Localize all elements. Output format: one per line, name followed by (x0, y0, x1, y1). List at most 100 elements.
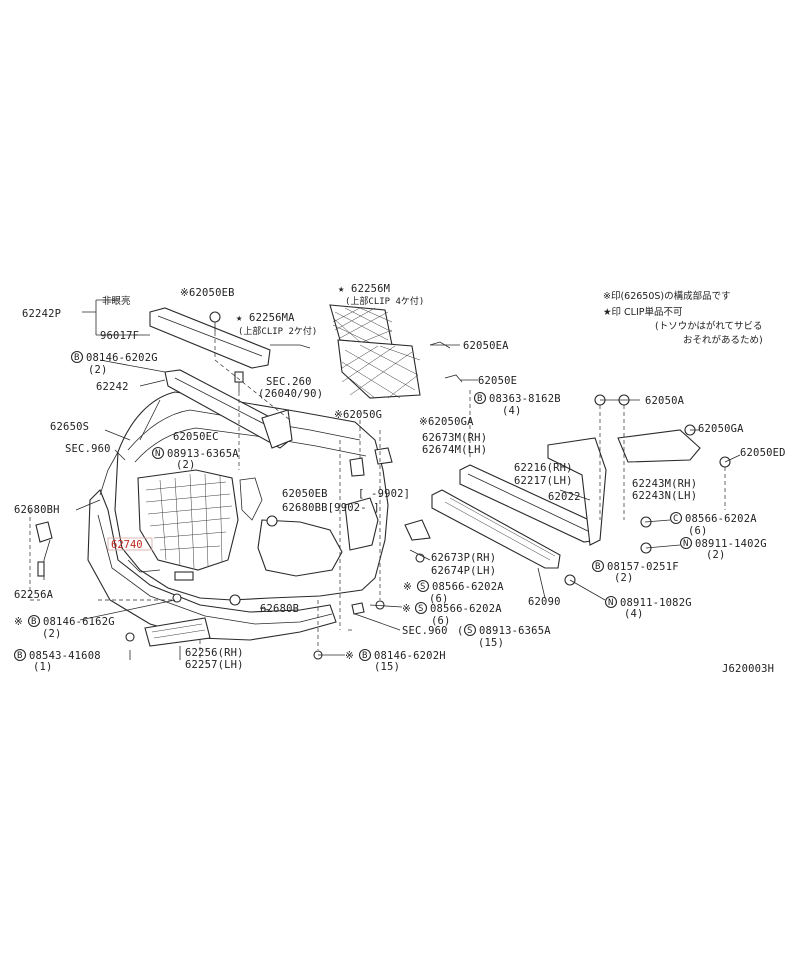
label-62256A: 62256A (14, 589, 54, 601)
label-08146-6162G: 08146-6162G (43, 616, 115, 628)
label-qty6b: (6) (429, 593, 449, 605)
label-08913-6365A-s: 08913-6365A (479, 625, 551, 637)
label-62680B: 62680B (260, 603, 299, 615)
label-62050GA-right: 62050GA (698, 423, 744, 435)
label-qty1: (1) (33, 661, 53, 673)
svg-text:※: ※ (14, 616, 23, 628)
right-members-drawing (349, 394, 731, 586)
label-08363-8162B: 08363-8162B (489, 393, 561, 405)
label-08146-6202G: 08146-6202G (86, 352, 158, 364)
svg-text:N: N (683, 539, 688, 549)
figure-id: J620003H (722, 663, 774, 675)
part-labels: 62242P 非眼亮 96017F ※62050EB ★ 62256MA (上部… (13, 283, 786, 675)
label-qty4a: (4) (502, 405, 522, 417)
svg-text:(: ( (457, 625, 464, 637)
label-62674P: 62674P(LH) (431, 565, 496, 577)
label-62256RH: 62256(RH) (185, 647, 244, 659)
svg-text:S: S (418, 604, 423, 614)
label-62090: 62090 (528, 596, 561, 608)
svg-text:N: N (608, 598, 613, 608)
label-qty15a: (15) (478, 637, 504, 649)
label-08157-0251F: 08157-0251F (607, 561, 679, 573)
svg-text:※: ※ (345, 650, 354, 662)
label-62050A: 62050A (645, 395, 685, 407)
svg-text:B: B (74, 353, 79, 363)
leader-lines (43, 299, 741, 660)
label-62050GA-left: ※62050GA (419, 416, 474, 428)
label-qty6a: (6) (688, 525, 708, 537)
label-62243M: 62243M(RH) (632, 478, 697, 490)
label-08911-1082G: 08911-1082G (620, 597, 692, 609)
label-62242: 62242 (96, 381, 129, 393)
svg-text:S: S (467, 626, 472, 636)
label-qty2c: (2) (706, 549, 726, 561)
label-62050EB-mid: 62050EB (282, 488, 328, 500)
label-62674M: 62674M(LH) (422, 444, 487, 456)
grille-mesh-drawing (329, 304, 463, 399)
notes: ※印(62650S)の構成部品です ★印 CLIP単品不可 (トソウかはがれてサ… (603, 290, 763, 346)
label-62050E: 62050E (478, 375, 517, 387)
label-62050EA: 62050EA (463, 340, 509, 352)
label-62257LH: 62257(LH) (185, 659, 244, 671)
label-62050EC: 62050EC (173, 431, 219, 443)
svg-text:B: B (362, 651, 367, 661)
label-08566-6202A-s2: 08566-6202A (430, 603, 502, 615)
label-sec260-sub: (26040/90) (258, 388, 323, 400)
label-qty6c: (6) (431, 615, 451, 627)
label-62673M: 62673M(RH) (422, 432, 487, 444)
label-62217: 62217(LH) (514, 475, 573, 487)
label-hibouka: 非眼亮 (102, 295, 131, 307)
label-qty2a: (2) (88, 364, 108, 376)
label-62050ED: 62050ED (740, 447, 786, 459)
label-62673P: 62673P(RH) (431, 552, 496, 564)
svg-text:※: ※ (402, 603, 411, 615)
note-line-1: ※印(62650S)の構成部品です (603, 290, 731, 302)
note-line-3: (トソウかはがれてサビる (655, 320, 763, 332)
label-08146-6202H: 08146-6202H (374, 650, 446, 662)
label-96017F: 96017F (100, 330, 139, 342)
label-62256MA-sub: (上部CLIP 2ケ付) (238, 325, 317, 337)
label-62243N: 62243N(LH) (632, 490, 697, 502)
label-62650S: 62650S (50, 421, 89, 433)
label-sec960-b: SEC.960 (402, 625, 448, 637)
front-bumper-drawing (87, 391, 389, 641)
label-sec960-a: SEC.960 (65, 443, 111, 455)
label-08566-6202A-s1: 08566-6202A (432, 581, 504, 593)
label-08911-1402G: 08911-1402G (695, 538, 767, 550)
label-62256MA: ★ 62256MA (236, 312, 295, 324)
label-qty4b: (4) (624, 608, 644, 620)
svg-text:B: B (17, 651, 22, 661)
label-08543-41608: 08543-41608 (29, 650, 101, 662)
label-08913-6365A-n: 08913-6365A (167, 448, 239, 460)
label-qty15b: (15) (374, 661, 400, 673)
note-line-4: おそれがあるため) (683, 334, 763, 346)
label-62050EB-top: ※62050EB (180, 287, 235, 299)
svg-text:C: C (673, 514, 678, 524)
label-62256M-sub: (上部CLIP 4ケ付) (345, 295, 424, 307)
svg-text:B: B (477, 394, 482, 404)
label-62256M: ★ 62256M (338, 283, 390, 295)
svg-text:S: S (420, 582, 425, 592)
label-08566-6202A-c: 08566-6202A (685, 513, 757, 525)
highlight-box-62740 (107, 537, 153, 551)
label-range-9902: [ -9902] (358, 488, 410, 500)
svg-text:B: B (31, 617, 36, 627)
dashed-guides (29, 332, 726, 660)
label-qty2d: (2) (614, 572, 634, 584)
svg-text:※: ※ (403, 581, 412, 593)
note-line-2: ★印 CLIP単品不可 (603, 306, 683, 318)
label-qty2e: (2) (42, 628, 62, 640)
label-sec260: SEC.260 (266, 376, 312, 388)
label-62680BB: 62680BB[9902- ] (282, 502, 380, 514)
svg-text:B: B (595, 562, 600, 572)
label-62050G: ※62050G (334, 409, 382, 421)
svg-text:N: N (155, 449, 160, 459)
label-62022: 62022 (548, 491, 581, 503)
label-62740-highlighted[interactable]: 62740 (111, 539, 143, 551)
label-62242P: 62242P (22, 308, 61, 320)
label-qty2b: (2) (176, 459, 196, 471)
label-62216: 62216(RH) (514, 462, 573, 474)
upper-reinforcement-drawing (149, 307, 271, 369)
bracket-62242-drawing (164, 369, 293, 449)
